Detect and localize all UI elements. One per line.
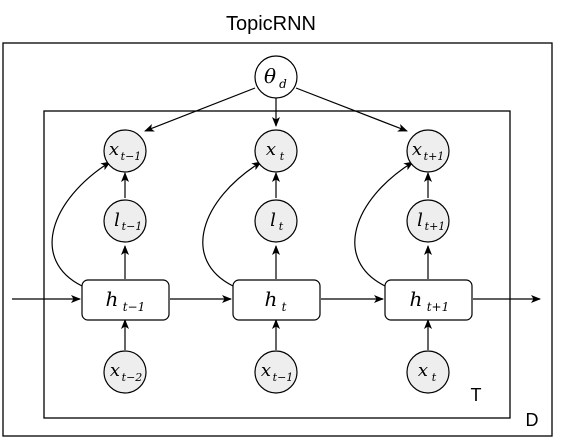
svg-text:h: h [265,287,278,311]
svg-text:x: x [418,360,428,381]
output-node-0: x t−1 [103,129,147,173]
stopword-node-2: l t+1 [406,199,450,243]
svg-text:x: x [109,139,119,160]
stopword-node-1: l t [254,199,298,243]
hidden-node-0: h t−1 [81,279,170,321]
edge-hidden-1-output-1-curve [202,161,262,287]
svg-text:l: l [114,210,120,231]
svg-text:t: t [432,371,437,384]
diagram-title: TopicRNN [226,13,316,35]
svg-text:t−1: t−1 [273,371,294,384]
svg-text:t+1: t+1 [425,220,446,233]
svg-text:t+1: t+1 [427,300,450,314]
input-node-2: x t [406,350,450,394]
svg-text:t−1: t−1 [122,220,143,233]
svg-text:t−1: t−1 [123,300,146,314]
inner-plate [43,110,511,419]
output-node-1: x t [254,129,298,173]
svg-text:t−2: t−2 [122,371,143,384]
input-node-1: x t−1 [254,350,298,394]
hidden-node-2: h t+1 [384,279,473,321]
edges [12,87,541,350]
svg-text:θ: θ [264,64,276,88]
svg-text:x: x [261,360,271,381]
output-node-2: x t+1 [406,129,450,173]
edge-theta-output-2 [295,87,408,132]
svg-text:t−1: t−1 [121,150,142,163]
edge-hidden-0-output-0-curve [51,161,111,287]
stopword-node-0: l t−1 [103,199,147,243]
svg-text:t+1: t+1 [424,150,445,163]
outer-plate [2,42,553,437]
svg-text:h: h [410,287,423,311]
theta-node: θ d [254,55,298,99]
svg-text:t: t [279,220,284,233]
edge-theta-output-0 [144,87,256,132]
svg-text:d: d [279,77,287,91]
outer-plate-label: D [526,410,539,430]
svg-text:t: t [280,150,285,163]
inner-plate-label: T [471,385,482,405]
svg-text:x: x [266,139,276,160]
input-node-0: x t−2 [103,350,147,394]
svg-text:t: t [282,300,287,314]
svg-text:l: l [417,210,423,231]
svg-text:x: x [110,360,120,381]
edge-hidden-2-output-2-curve [354,161,414,287]
svg-text:h: h [106,287,119,311]
svg-text:l: l [270,210,276,231]
svg-text:x: x [412,139,422,160]
hidden-node-1: h t [232,279,321,321]
